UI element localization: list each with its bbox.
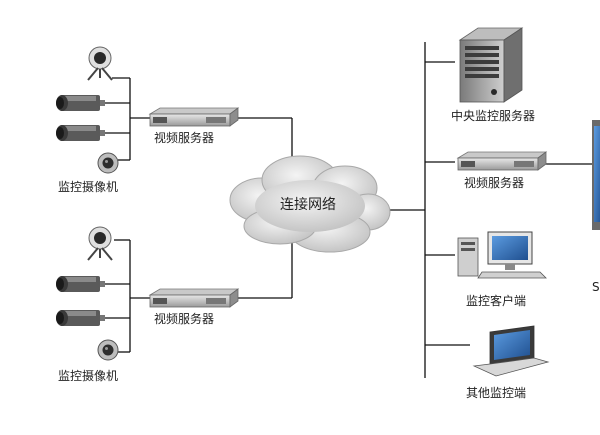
cloud-icon: [229, 155, 391, 253]
other-terminal-label: 其他监控端: [466, 386, 527, 400]
connection-lines: [105, 42, 598, 378]
bottom-camera-group: [56, 226, 119, 361]
server-rack-icon: [457, 151, 547, 171]
right-video-server-label: 视频服务器: [464, 176, 525, 190]
camera-icon: [97, 339, 119, 361]
camera-icon: [56, 276, 105, 292]
top-camera-label: 监控摄像机: [58, 180, 119, 194]
camera-icon: [87, 226, 113, 261]
top-video-server-label: 视频服务器: [154, 131, 215, 145]
camera-icon: [87, 46, 113, 81]
cut-off-label: S: [592, 280, 600, 294]
monitor-icon: [592, 120, 600, 230]
camera-icon: [97, 152, 119, 174]
camera-icon: [56, 125, 105, 141]
central-server-label: 中央监控服务器: [451, 109, 536, 123]
desktop-pc-icon: [457, 231, 547, 279]
tower-server-icon: [458, 27, 524, 103]
camera-icon: [56, 95, 105, 111]
top-camera-group: [56, 46, 119, 174]
network-label: 连接网络: [280, 197, 336, 213]
camera-icon: [56, 310, 105, 326]
client-label: 监控客户端: [466, 294, 527, 308]
bottom-video-server-label: 视频服务器: [154, 312, 215, 326]
server-rack-icon: [149, 288, 239, 308]
laptop-icon: [472, 325, 550, 377]
server-rack-icon: [149, 107, 239, 127]
bottom-camera-label: 监控摄像机: [58, 369, 119, 383]
